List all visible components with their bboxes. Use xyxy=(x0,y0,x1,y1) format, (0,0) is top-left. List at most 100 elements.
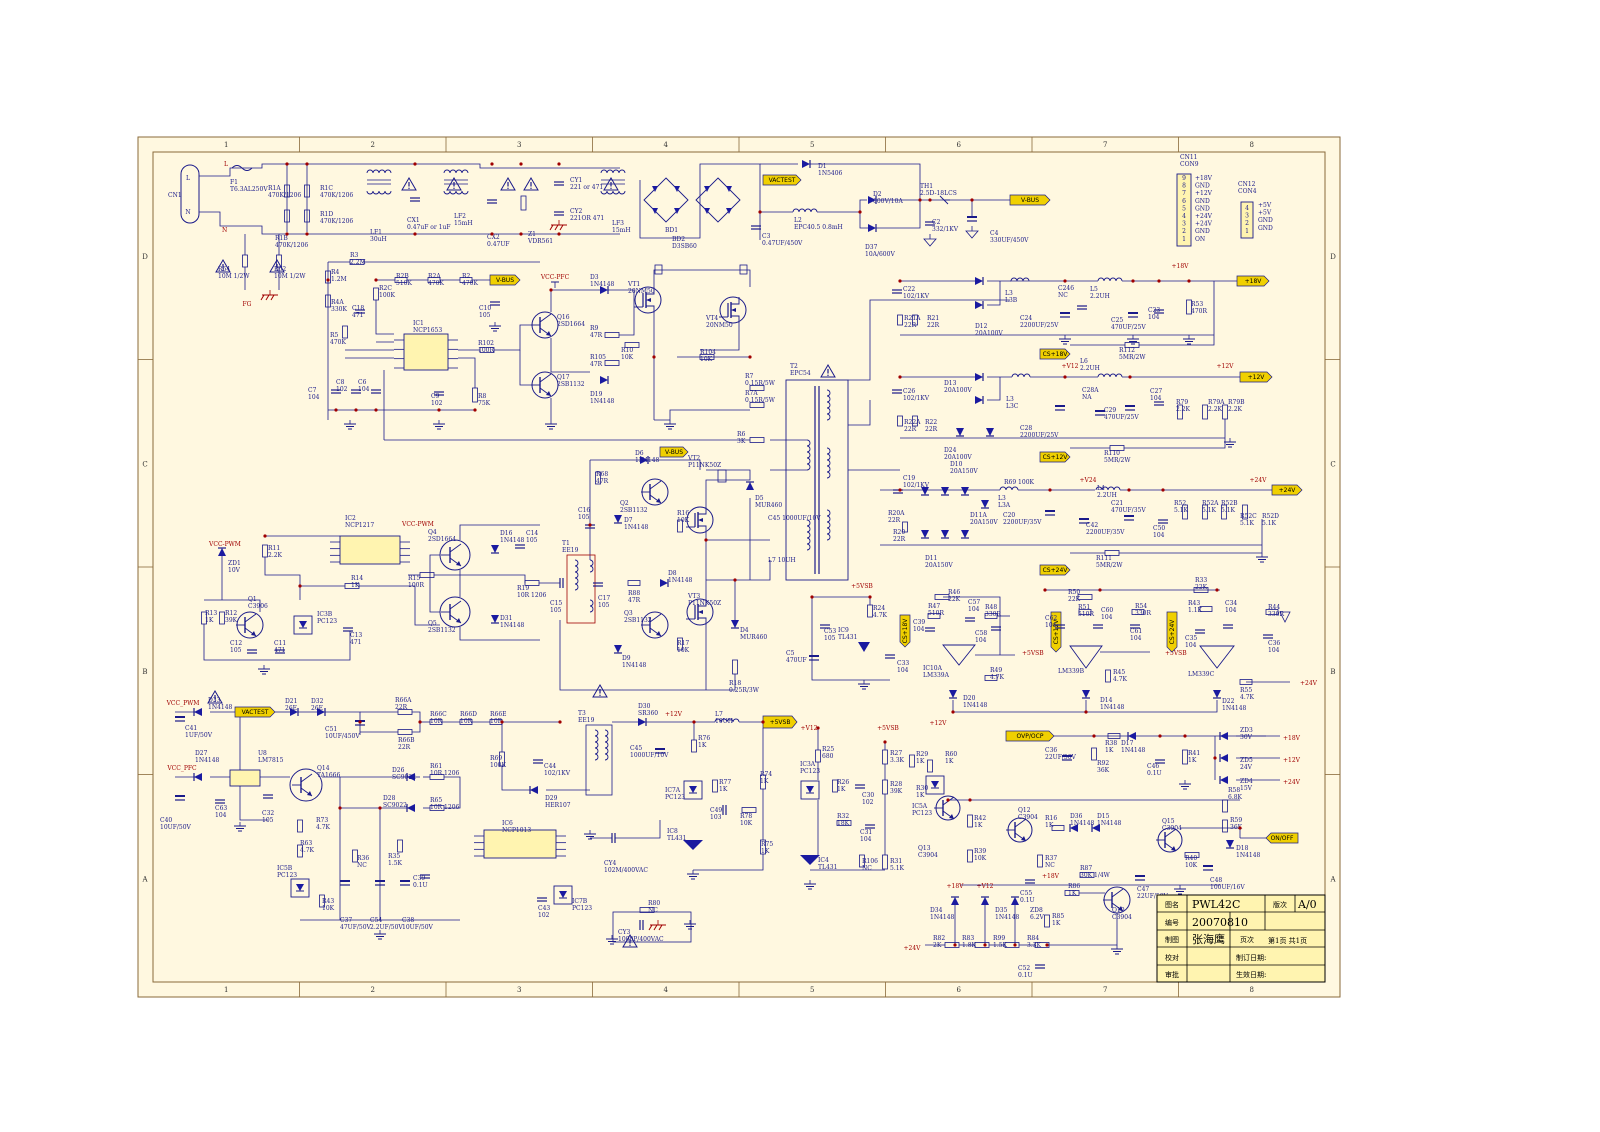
junction-dot xyxy=(588,523,592,527)
t2-sec-24 xyxy=(826,509,831,541)
wire xyxy=(459,524,540,540)
capacitor xyxy=(925,627,935,632)
warning-icon xyxy=(207,690,223,704)
net-label-vbus1: V-BUS xyxy=(1009,194,1051,206)
zone-column-top: 1 xyxy=(224,141,228,149)
p18-q10: +18V xyxy=(947,883,965,890)
resistor xyxy=(677,637,683,651)
inductor-l7 xyxy=(714,718,740,723)
cn12-signal: GND xyxy=(1258,225,1273,232)
zone-column-bottom: 1 xyxy=(224,986,228,994)
shunt-regulator-ic9 xyxy=(858,642,870,652)
capacitor xyxy=(331,389,341,394)
net-label-text: CS+12V xyxy=(1043,454,1069,461)
t2-pin-910: L7 10UH xyxy=(768,557,796,564)
transistor-q3 xyxy=(641,611,669,639)
junction-dot xyxy=(1013,943,1017,947)
transistor-q17 xyxy=(531,371,559,399)
zd-18: +12V xyxy=(1283,757,1301,764)
net-label-cs12: CS+12V xyxy=(1050,611,1062,653)
junction-dot xyxy=(558,720,562,724)
cn11-pin: 2 xyxy=(1182,228,1186,235)
ac-line-l xyxy=(199,163,620,177)
junction-dot xyxy=(413,232,417,236)
inductor-l4 xyxy=(1095,486,1121,491)
junction-dot xyxy=(868,595,872,599)
ecap-c29 xyxy=(1125,405,1135,411)
net-label-cs12: CS+12V xyxy=(1039,451,1071,463)
ground-symbol xyxy=(606,935,618,945)
resistor xyxy=(1078,609,1092,615)
resistor xyxy=(984,675,998,681)
title-date-label: 制订日期: xyxy=(1236,953,1266,962)
net-label-text: +12V xyxy=(1248,374,1266,381)
resistor xyxy=(1044,914,1050,928)
ecap-c36 xyxy=(1062,755,1072,761)
junction-dot xyxy=(500,720,504,724)
resistor xyxy=(927,759,933,773)
resistor xyxy=(1221,504,1227,520)
vcc-pwm-label-2: VCC-PWM xyxy=(208,541,241,548)
capacitor xyxy=(263,794,273,799)
net-label-text: VACTEST xyxy=(242,709,269,716)
resistor xyxy=(297,844,303,858)
title-page-label: 页次 xyxy=(1240,935,1254,944)
ground-symbol xyxy=(433,420,445,430)
resistor xyxy=(741,807,757,813)
wire xyxy=(848,299,1010,381)
